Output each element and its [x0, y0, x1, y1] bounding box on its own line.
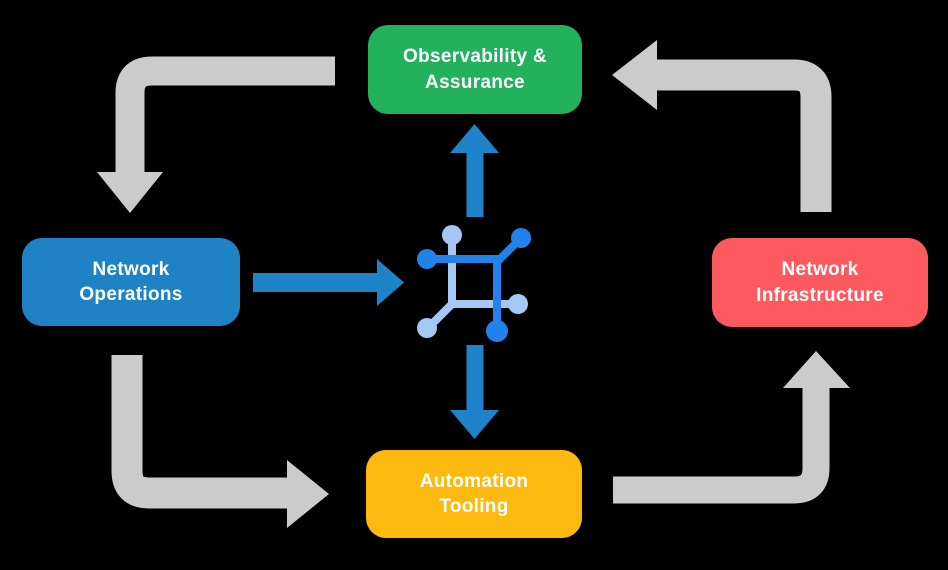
arrow-center-to-observability — [450, 124, 499, 217]
arrow-center-to-automation — [450, 345, 499, 439]
node-observability-assurance: Observability & Assurance — [368, 25, 582, 114]
arrow-operations-to-automation — [111, 355, 329, 528]
node-observability-label: Observability & Assurance — [403, 46, 547, 93]
arrow-observability-to-operations — [97, 56, 335, 213]
node-network-infrastructure: Network Infrastructure — [712, 238, 928, 327]
node-automation-tooling: Automation Tooling — [366, 450, 582, 538]
arrow-infrastructure-to-observability — [612, 40, 832, 212]
arrow-automation-to-infrastructure — [613, 351, 850, 504]
network-mesh-icon — [417, 225, 531, 342]
node-network-operations: Network Operations — [22, 238, 240, 326]
arrow-operations-to-center — [253, 259, 404, 306]
node-operations-label: Network Operations — [79, 258, 183, 305]
node-infrastructure-label: Network Infrastructure — [756, 259, 884, 306]
node-automation-label: Automation Tooling — [419, 470, 529, 517]
